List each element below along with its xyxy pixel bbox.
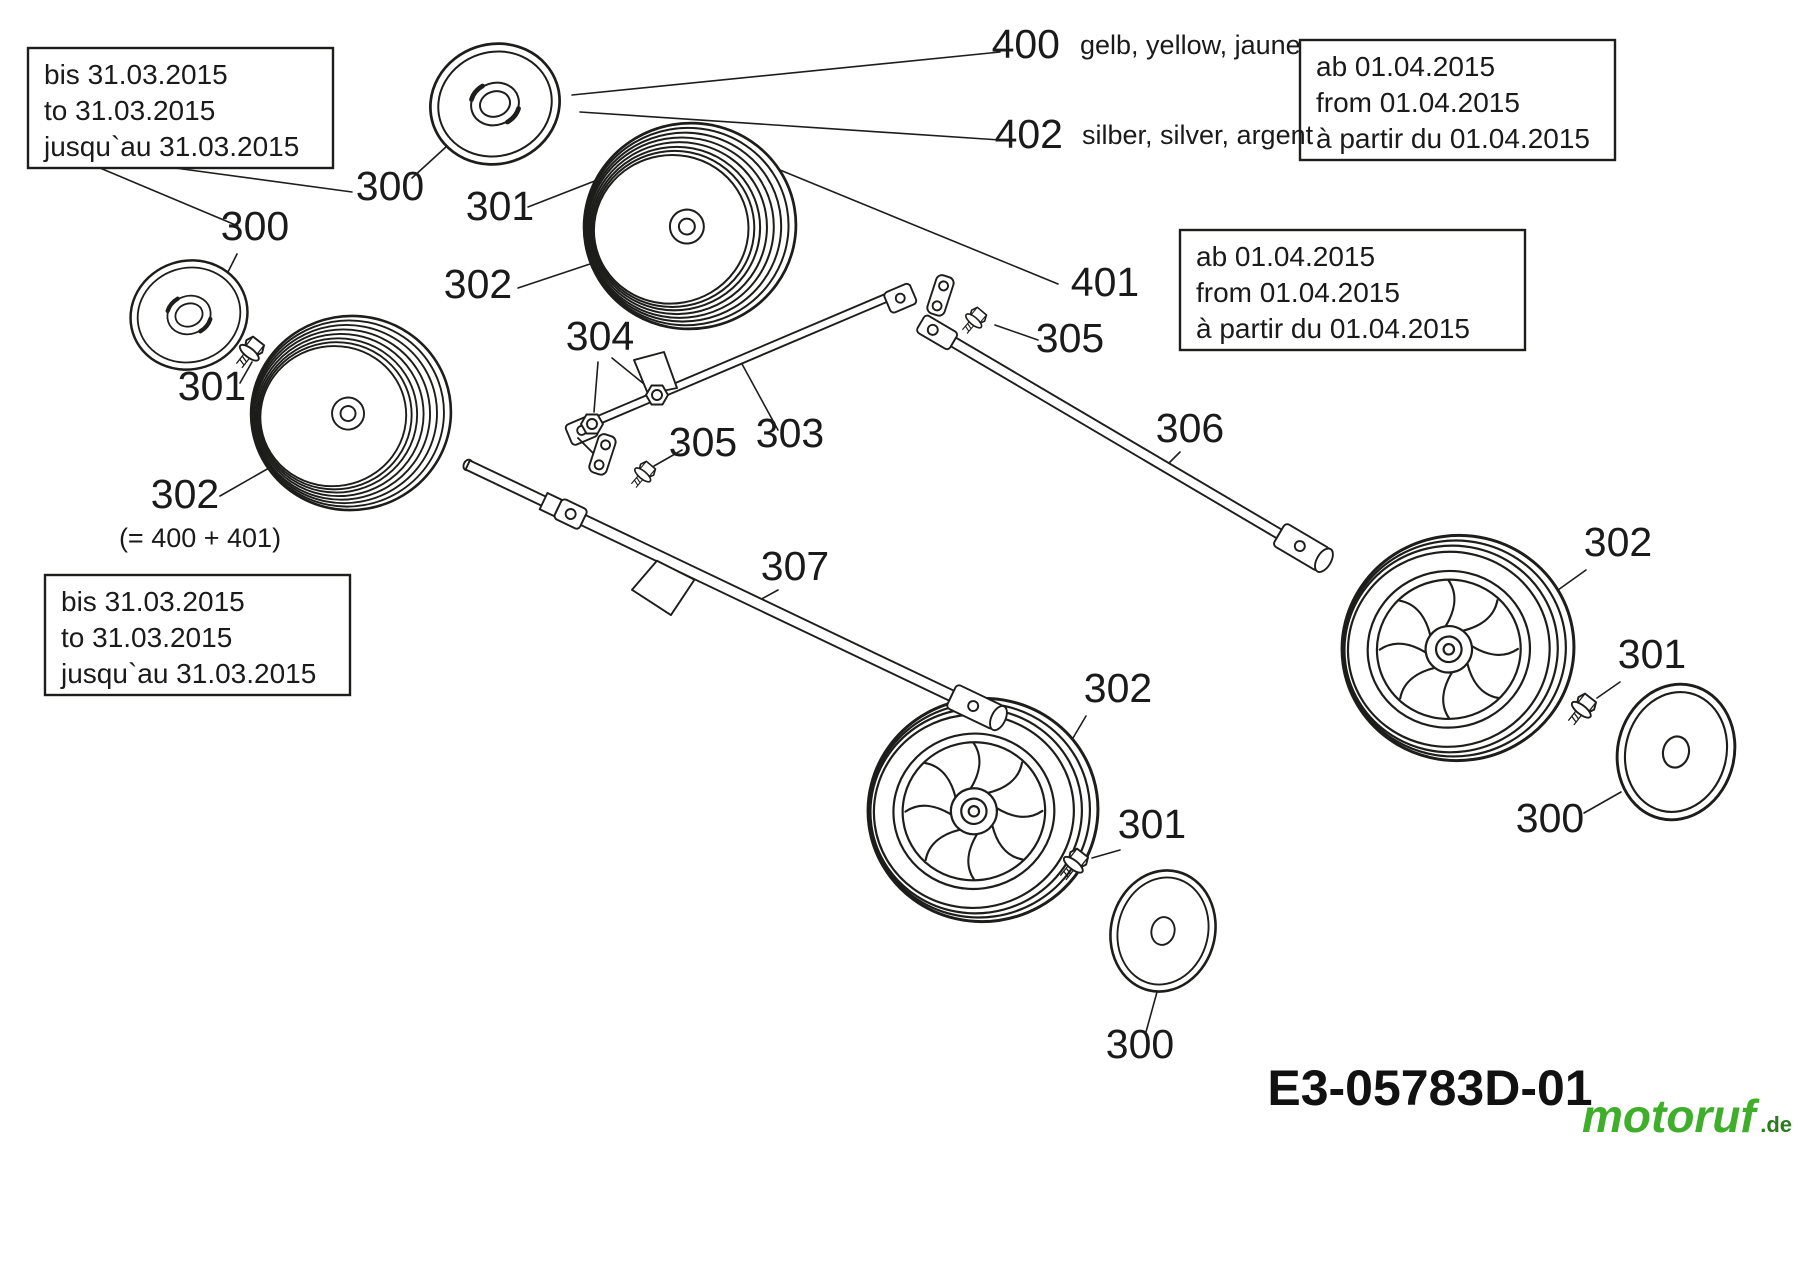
part-label-400: 400 (992, 21, 1060, 67)
note-402-color: silber, silver, argent (1082, 120, 1314, 150)
part-label-305-left: 305 (669, 419, 737, 465)
date-line: à partir du 01.04.2015 (1196, 313, 1470, 344)
date-line: à partir du 01.04.2015 (1316, 123, 1590, 154)
date-line: ab 01.04.2015 (1316, 51, 1495, 82)
screw-305-right (956, 304, 991, 339)
date-box-bis-top: bis 31.03.2015 to 31.03.2015 jusqu`au 31… (26, 46, 335, 170)
watermark-name: motoruf (1582, 1090, 1760, 1142)
diagram-code: E3-05783D-01 (1267, 1060, 1592, 1116)
hubcap-300-bottom (1096, 857, 1230, 1005)
date-line: ab 01.04.2015 (1196, 241, 1375, 272)
part-label-306: 306 (1156, 405, 1224, 451)
wheel-302-left (234, 298, 468, 528)
date-box-bis-bottom: bis 31.03.2015 to 31.03.2015 jusqu`au 31… (43, 573, 352, 697)
date-line: to 31.03.2015 (61, 622, 232, 653)
part-label-307: 307 (761, 543, 829, 589)
hubcap-300-top (415, 27, 576, 181)
part-label-302-right: 302 (1584, 519, 1652, 565)
watermark-logo: motoruf .de (1582, 1090, 1792, 1142)
note-400-color: gelb, yellow, jaune (1080, 30, 1301, 60)
part-label-304: 304 (566, 313, 634, 359)
part-label-300-top: 300 (356, 163, 424, 209)
part-label-302-left: 302 (151, 471, 219, 517)
part-label-301-top: 301 (466, 183, 534, 229)
wheel-302-right (1325, 518, 1591, 778)
part-label-401: 401 (1071, 259, 1139, 305)
part-label-301-bottom: 301 (1118, 801, 1186, 847)
leader-lines (99, 51, 1622, 1033)
part-label-303: 303 (756, 410, 824, 456)
screw-305-left (625, 458, 660, 493)
wheel-302-top (566, 104, 814, 348)
nut-304-a (645, 384, 669, 406)
part-label-300-right: 300 (1516, 795, 1584, 841)
part-label-300-left: 300 (221, 203, 289, 249)
date-box-ab-top: ab 01.04.2015 from 01.04.2015 à partir d… (1298, 38, 1617, 162)
date-line: bis 31.03.2015 (44, 59, 228, 90)
date-line: bis 31.03.2015 (61, 586, 245, 617)
date-line: jusqu`au 31.03.2015 (60, 658, 316, 689)
part-label-305-right: 305 (1036, 315, 1104, 361)
screw-301-right (1561, 689, 1601, 731)
pivot-bracket-bottom (586, 431, 619, 478)
part-label-302-bottom: 302 (1084, 665, 1152, 711)
date-line: from 01.04.2015 (1196, 277, 1400, 308)
date-line: jusqu`au 31.03.2015 (43, 131, 299, 162)
part-label-301-left: 301 (178, 363, 246, 409)
part-label-302-top: 302 (444, 261, 512, 307)
watermark-domain: .de (1760, 1112, 1792, 1137)
axle-307 (462, 458, 1008, 732)
date-line: from 01.04.2015 (1316, 87, 1520, 118)
part-label-301-right: 301 (1618, 631, 1686, 677)
date-line: to 31.03.2015 (44, 95, 215, 126)
date-box-ab-middle: ab 01.04.2015 from 01.04.2015 à partir d… (1178, 228, 1527, 352)
nut-304-b (580, 413, 604, 435)
hubcap-300-right (1601, 670, 1751, 834)
part-label-300-bottom: 300 (1106, 1021, 1174, 1067)
note-302-equals: (= 400 + 401) (119, 523, 281, 553)
pivot-bracket-top (924, 272, 957, 319)
axle-306 (916, 314, 1334, 573)
part-label-402: 402 (995, 111, 1063, 157)
